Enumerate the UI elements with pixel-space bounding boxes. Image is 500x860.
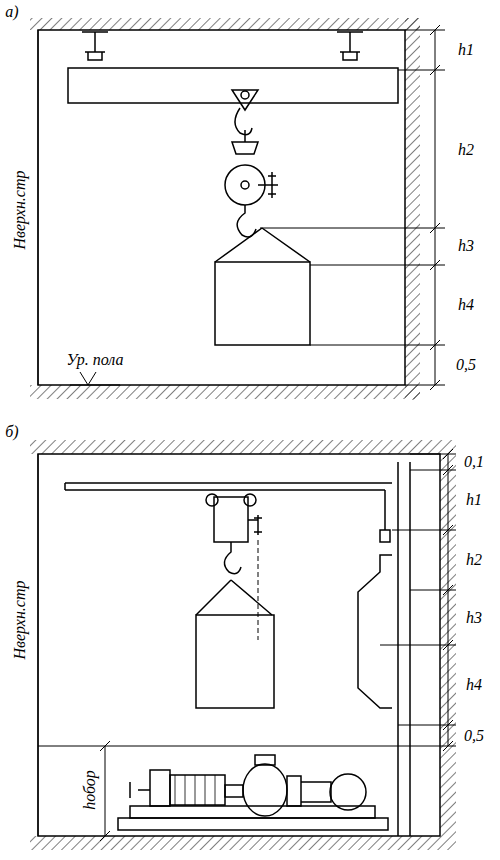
pump-unit [118, 755, 388, 830]
height-label: Hверхн.стр [11, 169, 29, 252]
floor-hatch [30, 836, 440, 850]
sling [215, 228, 310, 262]
dimension-label: h1 [456, 41, 476, 59]
dimension-label: h2 [456, 141, 476, 159]
dimension-label: 0,1 [462, 453, 486, 471]
dimension-label: h3 [464, 609, 484, 627]
dimension-label: h4 [456, 296, 476, 314]
sling [196, 580, 272, 615]
ceiling-hatch [30, 440, 440, 454]
dimension-label: h4 [464, 676, 484, 694]
dimension-lines [38, 449, 456, 841]
monorail [65, 483, 392, 490]
wall-hatch [405, 18, 420, 400]
column [398, 462, 410, 836]
ceiling-hatch [30, 18, 420, 30]
dimension-label: h2 [464, 551, 484, 569]
room-outline [38, 30, 405, 385]
height-label: Hверхн.стр [11, 579, 29, 662]
rail-hanger [380, 490, 390, 542]
dimension-label: h3 [456, 237, 476, 255]
room-outline [38, 454, 440, 836]
hook-block [225, 90, 278, 237]
floor-level-label: Ур. пола [65, 351, 126, 369]
column-bracket [358, 555, 392, 708]
load [215, 262, 310, 345]
crane-beam [68, 68, 398, 103]
hoist [206, 494, 262, 640]
floor-hatch [30, 385, 420, 399]
load [196, 615, 274, 708]
dimension-label: hобор [81, 768, 99, 812]
part-label: а) [3, 3, 20, 21]
dimension-label: 0,5 [462, 727, 486, 745]
rail [82, 32, 363, 60]
dimension-label: 0,5 [454, 356, 478, 374]
part-label: б) [3, 423, 20, 441]
dimension-label: h1 [464, 491, 484, 509]
dimension-lines [38, 25, 445, 390]
